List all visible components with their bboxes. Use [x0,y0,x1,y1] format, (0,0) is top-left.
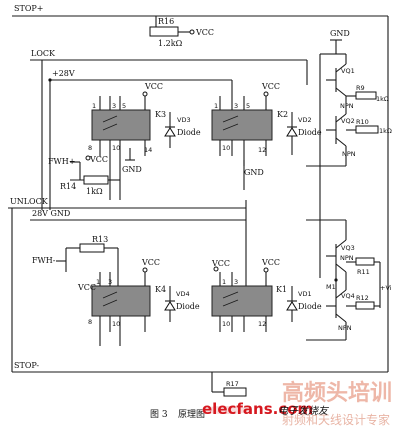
r11-label: R11 [357,268,370,276]
vd3-label: VD3 [177,116,191,124]
k3-gnd-label: GND [122,165,142,174]
k1-label: K1 [276,285,287,294]
k1-pin1: 1 [222,278,226,286]
lock-net: LOCK +28V [30,49,308,210]
k3-pin1: 1 [92,102,96,110]
vq3-type: NPN [340,254,354,262]
fwh-minus-net: FWH- R13 [32,235,119,286]
k2-gnd-label: GND [244,168,264,177]
k2-pin1: 1 [214,102,218,110]
r13-label: R13 [92,235,108,244]
vd2-diode-label: Diode [298,128,322,137]
elecfans-logo-text: elecfans.com [202,400,313,418]
vq2-label: VQ2 [341,117,355,125]
r17-resistor [223,387,247,397]
fwh-plus-label: FWH+ [48,157,75,166]
watermark-site: 高频头培训 [282,380,392,406]
r14-resistor [83,175,109,185]
vd1-label: VD1 [298,290,312,298]
unlock-label: UNLOCK [10,197,49,206]
lock-label: LOCK [31,49,56,58]
relay-k3: 1 3 5 8 10 14 K3 VCC VD3 Diode VCC GND [85,82,201,174]
k1-pin10: 10 [222,320,230,328]
vd3-diode-label: Diode [177,128,201,137]
r16-value: 1.2kΩ [158,39,183,48]
r12-label: R12 [356,294,369,302]
vq1-type: NPN [340,102,354,110]
r14-label: R14 [60,182,76,191]
k2-pin5: 5 [246,102,250,110]
k4-pin10: 10 [112,320,120,328]
r14-value: 1kΩ [86,187,103,196]
stop-plus-label: STOP+ [14,4,43,13]
k2-pin10: 10 [222,144,230,152]
r9-value: 1kΩ [376,95,389,103]
unlock-net: UNLOCK 28V GND [8,197,247,372]
relay-k2: 1 3 5 10 12 K2 VCC VD2 Diode GND [211,80,322,190]
k3-pin14: 14 [144,146,152,154]
r9-resistor [355,91,377,100]
r10-label: R10 [356,118,369,126]
k1-vcc-label: VCC [261,258,280,267]
m1-label: M1 [326,283,336,291]
figure-number: 图 3 [150,409,168,420]
vd4-label: VD4 [176,290,190,298]
figure-title: 原理图 [178,409,205,420]
k4-pin8: 8 [88,318,92,326]
r16-label: R16 [158,17,174,26]
k2-label: K2 [277,110,288,119]
k4-left-vcc: VCC [77,283,96,292]
transistor-column: GND VQ1 NPN R9 1kΩ VQ2 NPN R10 1kΩ [306,29,392,341]
gnd28-label: 28V GND [32,209,70,218]
v28-label: +28V [52,69,75,78]
r10-resistor [355,125,379,134]
k3-vcc-label: VCC [144,82,163,91]
fwh-plus-net: FWH+ R14 1kΩ [48,156,121,200]
vd4-diode-label: Diode [176,302,200,311]
relay-k4: 1 3 8 10 K4 VCC VD4 Diode VCC [77,258,200,346]
vq2-type: NPN [342,150,356,158]
r17-label: R17 [226,380,239,388]
k4-pin1: 1 [96,278,100,286]
r10-value: 1kΩ [379,127,392,135]
k2-pin3: 3 [234,102,238,110]
stop-plus-net: STOP+ R16 VCC 1.2kΩ [12,4,389,372]
k3-label: K3 [155,110,166,119]
k3-pin8: 8 [88,144,92,152]
k2-vcc-label: VCC [261,82,280,91]
k4-pin3: 3 [108,278,112,286]
fwh-minus-label: FWH- [32,256,56,265]
relay-k1: 1 3 10 12 K1 VCC VCC VD1 Diode [211,258,322,332]
vq4-label: VQ4 [341,292,355,300]
k4-vcc-label: VCC [141,258,160,267]
elecfans-logo: elecfans.com 电子发烧友 [202,400,330,418]
r13-resistor [79,243,105,253]
vq1-label: VQ1 [341,67,355,75]
vq3-label: VQ3 [341,244,355,252]
r16-resistor [149,26,179,37]
r9-label: R9 [356,84,365,92]
stop-minus-net: STOP- R17 [12,361,388,397]
vq4-type: NPN [338,324,352,332]
k1-left-vcc: VCC [211,259,230,268]
vd2-label: VD2 [298,116,312,124]
k1-pin3: 3 [234,278,238,286]
k3-pin3: 3 [112,102,116,110]
vd1-diode-label: Diode [298,302,322,311]
k1-pin12: 12 [258,320,266,328]
k2-pin12: 12 [258,146,266,154]
watermark-tagline: 射频和天线设计专家 [282,412,390,427]
k3-pin5: 5 [122,102,126,110]
vi-label: +Vi [380,284,392,292]
r11-resistor [355,257,375,266]
gnd-top-label: GND [330,29,350,38]
vcc-r16-label: VCC [195,28,214,37]
k3-bottom-vcc: VCC [89,155,108,164]
k4-label: K4 [155,285,166,294]
elecfans-logo-cn: 电子发烧友 [278,405,330,417]
stop-minus-label: STOP- [14,361,39,370]
k3-pin10: 10 [112,144,120,152]
r12-resistor [355,301,375,310]
